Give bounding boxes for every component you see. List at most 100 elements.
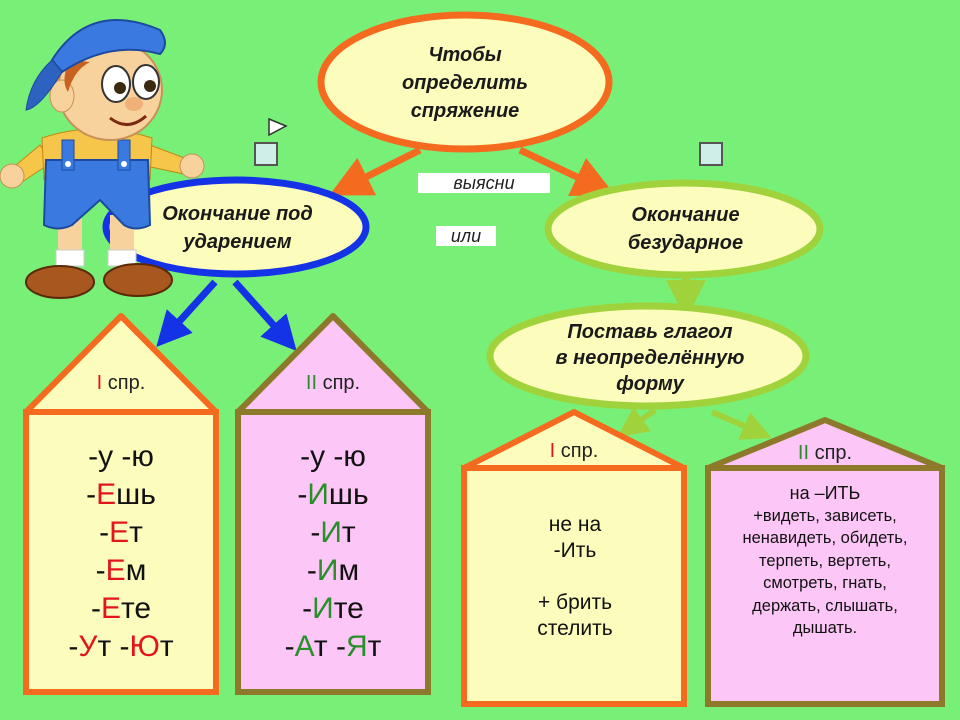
ending-row: -Ешь [28, 476, 214, 514]
rule-line: стелить [537, 617, 613, 640]
conjugation-bubble [317, 11, 613, 153]
ending-text: м [125, 554, 147, 587]
ending-text: - [284, 630, 295, 663]
ending-row: -у -ю [28, 438, 214, 476]
rule-line: на –ИТЬ [789, 483, 861, 503]
ending-text: - [297, 478, 308, 511]
rule-line: терпеть, вертеть, [759, 551, 891, 570]
house2-roof-label: II спр. [252, 372, 414, 395]
unstressed-ending-text: Окончание безударное [578, 192, 793, 266]
arrow-to-stressed [329, 146, 422, 196]
infinitive-line-1: Поставь глагол [567, 320, 733, 343]
house4-roof-label: II спр. [752, 442, 898, 465]
house-first-conjugation-unstressed [461, 409, 687, 707]
ending-vowel: Я [346, 630, 368, 663]
ending-text: - [95, 554, 106, 587]
ending-text: т [129, 516, 143, 549]
stressed-line-1: Окончание под [162, 202, 313, 225]
ending-row: -у -ю [240, 438, 426, 476]
ending-row: -Ат -Ят [240, 628, 426, 666]
house3-label: спр. [555, 440, 599, 462]
rule-line [470, 564, 680, 590]
rule-line: смотреть, гнать, [763, 574, 887, 592]
ending-vowel: А [294, 630, 314, 663]
house1-roman: I [96, 372, 103, 394]
ending-vowel: Е [96, 478, 117, 511]
ending-row: -Ут -Ют [28, 628, 214, 666]
ending-text: т [341, 516, 356, 549]
ending-vowel: Ю [129, 630, 160, 663]
ending-text: те [333, 592, 364, 625]
house1-label: спр. [102, 372, 146, 394]
bubble-line-1: Чтобы [428, 44, 502, 66]
house3-roof-label: I спр. [500, 440, 648, 463]
ending-text: - [86, 478, 97, 511]
rule-line: ненавидеть, обидеть, [742, 529, 908, 547]
ending-text: -у -ю [300, 440, 366, 473]
ending-vowel: У [78, 630, 98, 663]
arrow-to-unstressed [518, 146, 615, 196]
arrow-to-house2 [232, 279, 297, 352]
house-second-conjugation-stressed [235, 313, 431, 695]
ending-text: т - [313, 630, 346, 663]
boy-cartoon-icon [0, 19, 205, 299]
ending-text: - [310, 516, 321, 549]
rule-line: держать, слышать, [752, 596, 898, 615]
infinitive-line-3: форму [616, 372, 684, 395]
rule-line: не на [548, 513, 602, 536]
ending-text: - [302, 592, 313, 625]
ending-text: - [99, 516, 110, 549]
house2-label: спр. [317, 372, 361, 394]
square-icon [254, 142, 278, 166]
arrow-to-house4 [710, 409, 772, 440]
unstressed-line-2: безударное [627, 232, 744, 254]
ending-text: - [68, 630, 79, 663]
ending-row: -Им [240, 552, 426, 590]
rule-line: +видеть, зависеть, [753, 506, 897, 525]
or-tag: или [436, 226, 496, 246]
ending-row: -Ем [28, 552, 214, 590]
house2-roman: II [305, 372, 318, 394]
ending-vowel: И [320, 516, 342, 549]
ending-vowel: Е [100, 592, 121, 625]
rule-line: -Ить [553, 539, 597, 562]
ending-vowel: И [312, 592, 334, 625]
infinitive-text: Поставь глагол в неопределённую форму [520, 310, 780, 405]
ending-vowel: Е [109, 516, 130, 549]
ending-text: -у -ю [88, 440, 154, 473]
house4-rules: на –ИТЬ +видеть, зависеть, ненавидеть, о… [712, 482, 938, 640]
house4-label: спр. [809, 442, 853, 464]
ending-text: - [306, 554, 317, 587]
play-triangle-icon [268, 117, 288, 137]
find-out-tag: выясни [418, 173, 550, 193]
house3-rules: не на -Ить + брить стелить [470, 512, 680, 642]
house-second-conjugation-unstressed [705, 417, 945, 707]
ending-text: - [90, 592, 101, 625]
infinitive-bubble [486, 302, 810, 410]
house1-roof-label: I спр. [40, 372, 202, 395]
ending-row: -Ишь [240, 476, 426, 514]
ending-text: т [367, 630, 382, 663]
square-icon [699, 142, 723, 166]
ending-row: -Ет [28, 514, 214, 552]
ending-vowel: И [307, 478, 329, 511]
rule-line: + брить [537, 591, 613, 614]
ending-row: -Ете [28, 590, 214, 628]
arrow-to-house3 [617, 407, 657, 437]
ending-vowel: Е [105, 554, 126, 587]
ending-row: -Ит [240, 514, 426, 552]
unstressed-line-1: Окончание [631, 204, 740, 226]
ending-text: т [159, 630, 174, 663]
unstressed-ending-bubble [544, 179, 824, 279]
stressed-line-2: ударением [183, 230, 292, 253]
bubble-line-2: определить [401, 72, 529, 94]
house1-endings: -у -ю -Ешь -Ет -Ем -Ете -Ут -Ют [28, 438, 214, 666]
ending-row: -Ите [240, 590, 426, 628]
house4-roman: II [797, 442, 810, 464]
conjugation-bubble-text: Чтобы определить спряжение [345, 24, 585, 142]
infinitive-line-2: в неопределённую [555, 346, 745, 369]
ending-text: шь [116, 478, 156, 511]
house-first-conjugation-stressed [23, 313, 219, 695]
ending-vowel: И [316, 554, 339, 587]
